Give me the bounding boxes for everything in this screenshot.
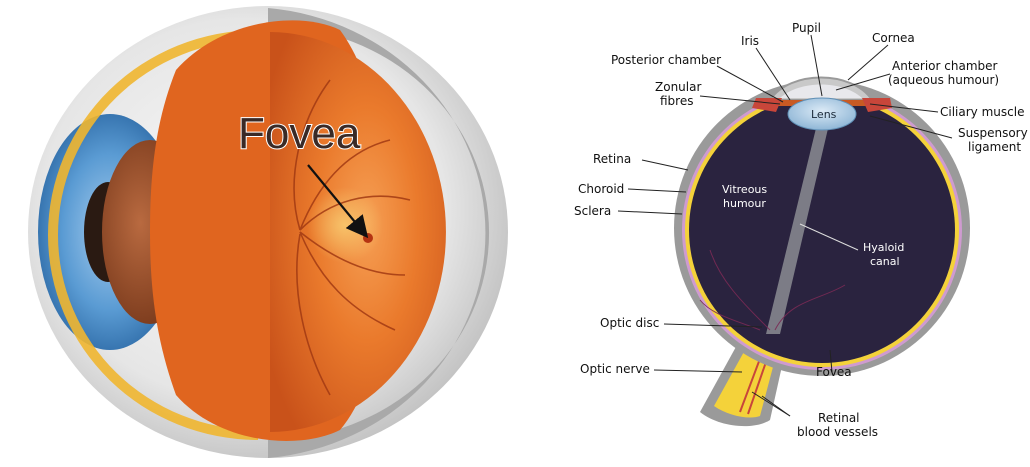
macula	[307, 187, 383, 263]
label-cornea: Cornea	[872, 31, 915, 45]
label-retinal-1: Retinal	[818, 411, 860, 425]
label-pupil: Pupil	[792, 21, 821, 35]
label-sclera: Sclera	[574, 204, 611, 218]
eye-3d-illustration: Fovea	[28, 6, 508, 458]
fovea-title: Fovea	[238, 109, 361, 158]
lens-label: Lens	[811, 108, 837, 121]
label-posterior-chamber: Posterior chamber	[611, 53, 721, 67]
label-vitreous-2: humour	[723, 197, 766, 210]
label-hyaloid-1: Hyaloid	[863, 241, 904, 254]
label-retina: Retina	[593, 152, 631, 166]
label-ciliary-muscle: Ciliary muscle	[940, 105, 1024, 119]
label-zonular-1: Zonular	[655, 80, 701, 94]
label-retinal-2: blood vessels	[797, 425, 878, 439]
label-choroid: Choroid	[578, 182, 624, 196]
label-fovea: Fovea	[816, 365, 852, 379]
label-vitreous-1: Vitreous	[722, 183, 767, 196]
eye-schematic-diagram: Lens Pupil Iris Cornea Posterior chamber	[574, 21, 1028, 439]
label-optic-disc: Optic disc	[600, 316, 659, 330]
label-anterior-chamber-2: (aqueous humour)	[888, 73, 999, 87]
label-iris: Iris	[741, 34, 759, 48]
label-suspensory-1: Suspensory	[958, 126, 1028, 140]
label-zonular-2: fibres	[660, 94, 693, 108]
label-suspensory-2: ligament	[968, 140, 1021, 154]
label-anterior-chamber-1: Anterior chamber	[892, 59, 998, 73]
fovea-spot	[363, 233, 373, 243]
label-hyaloid-2: canal	[870, 255, 900, 268]
label-optic-nerve: Optic nerve	[580, 362, 650, 376]
